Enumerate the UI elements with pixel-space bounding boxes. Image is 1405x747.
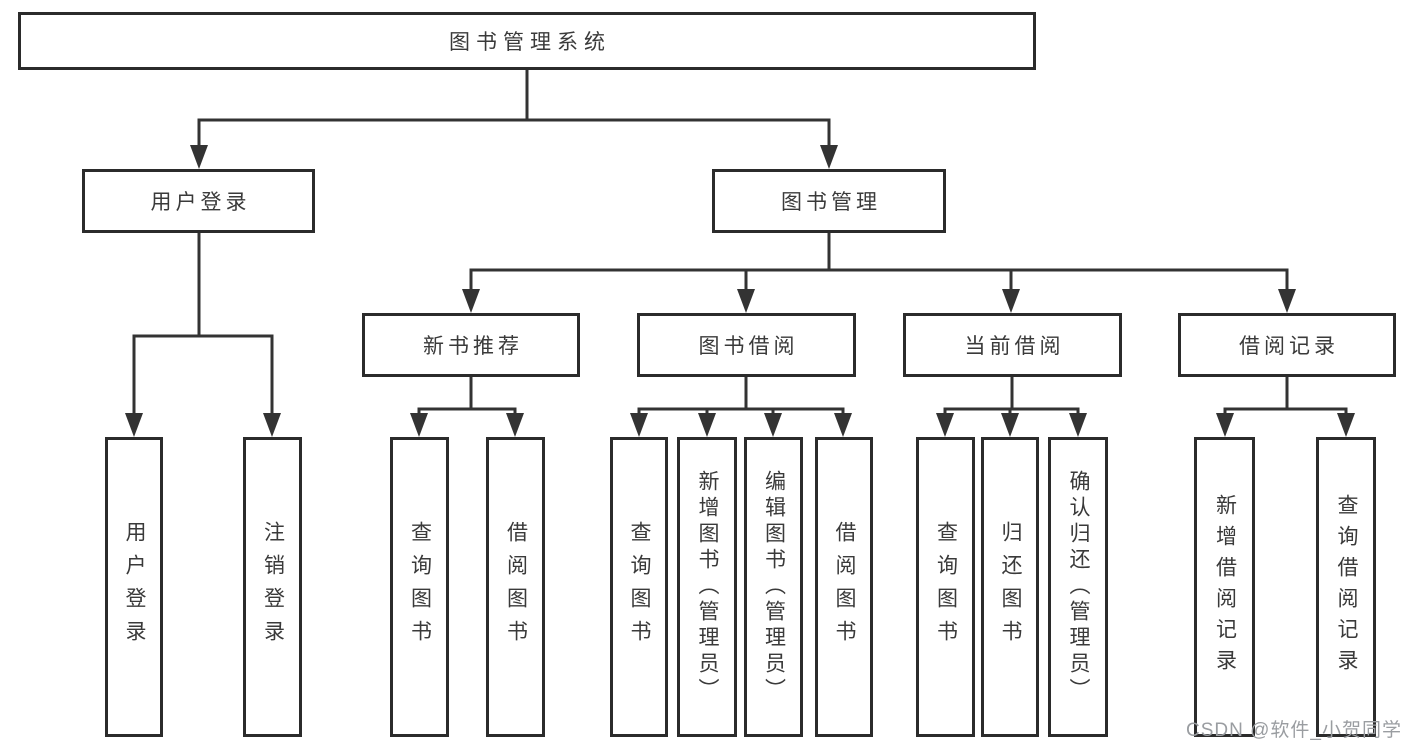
arrowhead <box>737 289 755 313</box>
arrowhead <box>820 145 838 169</box>
leaf-edit-book-admin: 编辑图书（管理员） <box>744 437 803 737</box>
leaf-query-books-recommend: 查询图书 <box>390 437 449 737</box>
arrowhead <box>263 413 281 437</box>
arrowhead <box>764 413 782 437</box>
arrowhead <box>1278 289 1296 313</box>
leaf-logout: 注销登录 <box>243 437 302 737</box>
arrowhead <box>630 413 648 437</box>
arrowheads <box>125 145 1355 437</box>
arrowhead <box>462 289 480 313</box>
leaf-add-book-admin: 新增图书（管理员） <box>677 437 737 737</box>
leaf-borrow-books-recommend: 借阅图书 <box>486 437 545 737</box>
leaf-user-login: 用户登录 <box>105 437 163 737</box>
leaf-query-books-borrow: 查询图书 <box>610 437 668 737</box>
arrowhead <box>834 413 852 437</box>
arrowhead <box>1337 413 1355 437</box>
arrowhead <box>698 413 716 437</box>
leaf-query-books-current: 查询图书 <box>916 437 975 737</box>
leaf-add-borrow-record: 新增借阅记录 <box>1194 437 1255 737</box>
csdn-watermark: CSDN @软件_小贺同学 <box>1186 720 1402 741</box>
node-user-login: 用户登录 <box>82 169 315 233</box>
arrowhead <box>190 145 208 169</box>
node-current-borrowing: 当前借阅 <box>903 313 1122 377</box>
node-book-management: 图书管理 <box>712 169 946 233</box>
arrowhead <box>506 413 524 437</box>
arrowhead <box>1069 413 1087 437</box>
arrowhead <box>1002 289 1020 313</box>
arrowhead <box>936 413 954 437</box>
node-book-borrowing: 图书借阅 <box>637 313 856 377</box>
leaf-return-book: 归还图书 <box>981 437 1039 737</box>
node-new-book-recommendation: 新书推荐 <box>362 313 580 377</box>
arrowhead <box>410 413 428 437</box>
arrowhead <box>125 413 143 437</box>
arrowhead <box>1001 413 1019 437</box>
leaf-borrow-books: 借阅图书 <box>815 437 873 737</box>
leaf-confirm-return-admin: 确认归还（管理员） <box>1048 437 1108 737</box>
leaf-query-borrow-record: 查询借阅记录 <box>1316 437 1376 737</box>
node-library-management-system: 图书管理系统 <box>18 12 1036 70</box>
node-borrowing-records: 借阅记录 <box>1178 313 1396 377</box>
arrowhead <box>1216 413 1234 437</box>
